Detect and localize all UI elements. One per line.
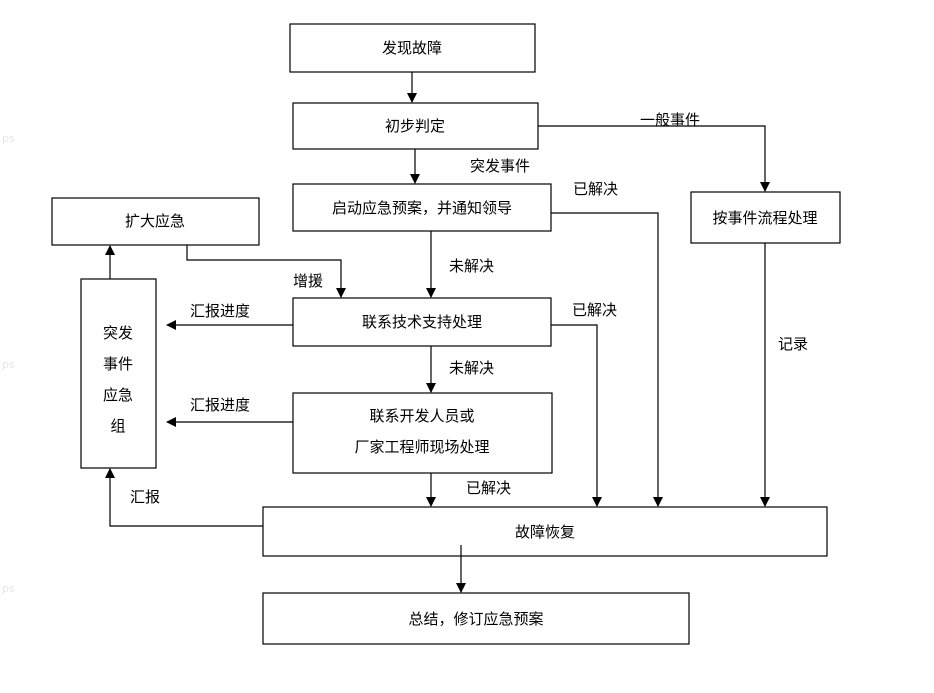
watermark: ps: [2, 132, 15, 145]
watermark: ps: [2, 358, 15, 371]
node-preliminary-judgment-label: 初步判定: [385, 117, 445, 135]
node-summary-label: 总结，修订应急预案: [408, 610, 543, 628]
arrow-expand-to-tech-support: [186, 245, 346, 298]
arrow-judgment-to-event-process: [538, 125, 770, 192]
node-start-emergency-plan: 启动应急预案，并通知领导: [292, 183, 552, 232]
label-unresolved-1: 未解决: [449, 257, 494, 275]
node-contact-tech-support: 联系技术支持处理: [292, 297, 552, 347]
node-expand-emergency-label: 扩大应急: [125, 212, 185, 230]
label-report-progress-2: 汇报进度: [190, 396, 250, 414]
watermark: ps: [2, 582, 15, 595]
node-event-process: 按事件流程处理: [690, 191, 841, 244]
label-sudden-event: 突发事件: [470, 157, 530, 175]
node-preliminary-judgment: 初步判定: [292, 102, 539, 150]
node-emergency-team-line-3: 应急: [103, 386, 133, 404]
label-unresolved-2: 未解决: [449, 359, 494, 377]
label-report: 汇报: [130, 488, 160, 506]
label-resolved-1: 已解决: [573, 180, 618, 198]
arrow-recovery-to-team: [105, 468, 263, 527]
arrow-plan-to-recovery: [551, 212, 663, 507]
label-report-progress-1: 汇报进度: [190, 302, 250, 320]
node-start-emergency-plan-label: 启动应急预案，并通知领导: [332, 199, 512, 217]
node-event-process-label: 按事件流程处理: [712, 209, 817, 227]
label-reinforce: 增援: [293, 272, 323, 290]
label-general-event: 一般事件: [640, 111, 700, 129]
node-contact-tech-support-label: 联系技术支持处理: [362, 313, 482, 331]
node-emergency-team-line-4: 组: [110, 417, 125, 435]
node-summary: 总结，修订应急预案: [262, 592, 690, 645]
arrow-tech-support-to-recovery: [551, 324, 602, 507]
node-fault-recovery-label: 故障恢复: [515, 523, 575, 541]
node-contact-developer-line-2: 厂家工程师现场处理: [354, 438, 489, 456]
label-resolved-3: 已解决: [466, 479, 511, 497]
node-fault-recovery: 故障恢复: [262, 506, 828, 557]
node-discover-fault: 发现故障: [289, 23, 536, 73]
node-discover-fault-label: 发现故障: [382, 39, 442, 57]
node-emergency-team: 突发 事件 应急 组: [80, 278, 157, 469]
node-contact-developer: 联系开发人员或 厂家工程师现场处理: [292, 392, 553, 474]
label-resolved-2: 已解决: [572, 301, 617, 319]
node-emergency-team-line-1: 突发: [103, 324, 133, 342]
label-record: 记录: [778, 335, 808, 353]
node-contact-developer-line-1: 联系开发人员或: [369, 407, 474, 425]
node-expand-emergency: 扩大应急: [51, 197, 260, 246]
node-emergency-team-line-2: 事件: [103, 355, 133, 373]
